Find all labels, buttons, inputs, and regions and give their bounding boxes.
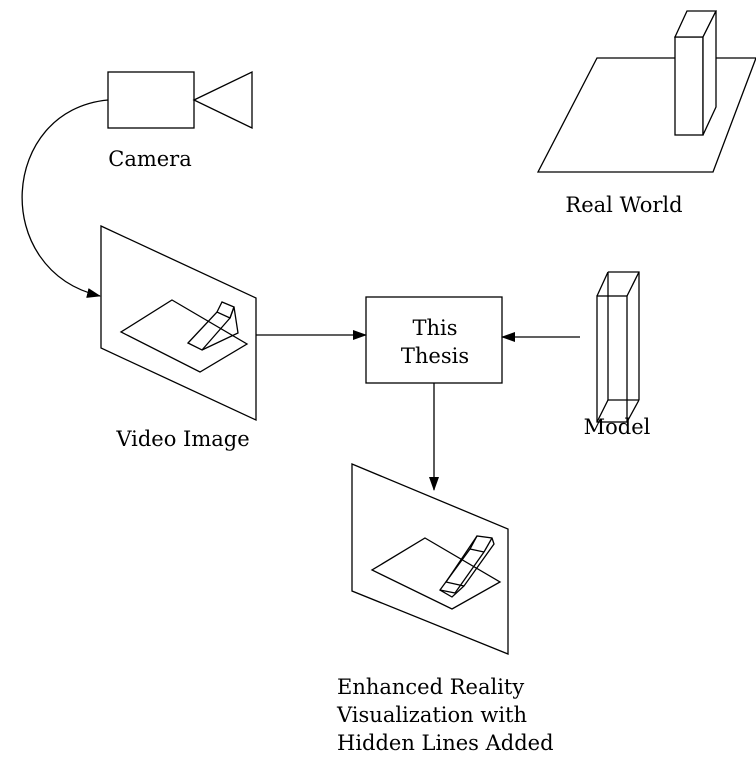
model-edge-tl [596, 271, 609, 297]
model-front-face [596, 295, 628, 423]
output-frame [351, 463, 509, 655]
thesis-box: This Thesis [365, 296, 503, 384]
model-back-face [608, 271, 640, 400]
real-world-box-front [674, 36, 704, 136]
model-edge-tr [626, 271, 640, 297]
camera-label: Camera [108, 147, 192, 171]
real-world-label: Real World [565, 193, 682, 217]
video-image-label: Video Image [115, 427, 249, 451]
camera-body [107, 71, 195, 129]
output-block-outline [439, 535, 495, 598]
output-block-hidden1 [445, 535, 478, 583]
video-image-panel-icon [100, 224, 257, 422]
video-image-block-side [201, 306, 239, 351]
thesis-box-border [365, 296, 503, 384]
output-label-line1: Enhanced Reality [337, 675, 524, 699]
model-box-icon [596, 271, 640, 423]
output-block-edge4 [439, 589, 456, 594]
model-edge-bl [596, 399, 609, 423]
video-image-frame [100, 224, 257, 422]
camera-icon [107, 70, 253, 130]
video-image-ground [119, 299, 249, 373]
real-world-ground-plane [536, 57, 756, 173]
thesis-label-line1: This [412, 316, 457, 340]
output-label-line2: Visualization with [336, 703, 527, 727]
output-block-hidden2 [445, 581, 465, 587]
camera-lens [192, 70, 253, 130]
output-block-edge1 [469, 548, 485, 553]
enhanced-reality-panel-icon [351, 463, 509, 655]
output-block-edge3 [454, 551, 485, 594]
model-back-hidden [607, 272, 639, 401]
camera-to-image-arrow [21, 99, 109, 298]
model-label: Model [584, 415, 651, 439]
model-edge-br [626, 399, 640, 423]
real-world-box-side [702, 10, 717, 136]
real-world-scene-icon [536, 10, 756, 173]
output-block-edge2 [483, 537, 493, 553]
thesis-label-line2: Thesis [401, 344, 469, 368]
output-ground [370, 537, 502, 610]
output-label-line3: Hidden Lines Added [337, 731, 554, 755]
